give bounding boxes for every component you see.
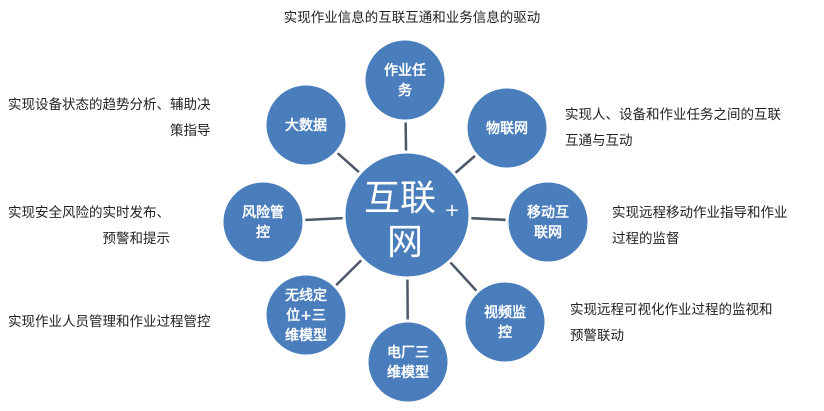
desc-right-mid: 实现远程移动作业指导和作业过程的监督 bbox=[612, 200, 788, 252]
desc-right-bottom: 实现远程可视化作业过程的监视和预警联动 bbox=[570, 297, 773, 349]
desc-line: 预警联动 bbox=[570, 328, 624, 344]
node-label: 作业任 bbox=[384, 62, 426, 79]
desc-left-top: 实现设备状态的趋势分析、辅助决策指导 bbox=[8, 92, 211, 144]
desc-line: 过程的监督 bbox=[612, 231, 680, 247]
node-label: 控 bbox=[498, 324, 512, 341]
node-circle bbox=[462, 279, 548, 365]
desc-right-top: 实现人、设备和作业任务之间的互联互通与互动 bbox=[565, 102, 781, 154]
node-label: 控 bbox=[256, 224, 270, 241]
desc-line: 互通与互动 bbox=[565, 133, 633, 149]
center-label-line2: 网 bbox=[387, 222, 423, 263]
node-circle bbox=[263, 82, 349, 168]
center-label-line1: 互联 bbox=[364, 178, 436, 219]
desc-line: 实现作业人员管理和作业过程管控 bbox=[8, 314, 211, 330]
center-label-plus: + bbox=[444, 200, 459, 221]
node-label: 风险管 bbox=[242, 204, 284, 221]
node-label: 维模型 bbox=[285, 327, 327, 344]
node-label: 视频监 bbox=[484, 304, 526, 321]
node-label: 位+三 bbox=[286, 307, 326, 324]
node-circle bbox=[263, 272, 349, 358]
center-node: 互联 + 网 bbox=[342, 150, 472, 280]
node-circle bbox=[464, 85, 550, 171]
node-label: 联网 bbox=[534, 225, 562, 241]
node-label: 物联网 bbox=[486, 120, 528, 137]
node-task: 作业任务 bbox=[362, 37, 448, 123]
desc-line: 实现安全风险的实时发布、 bbox=[8, 205, 170, 221]
desc-left-bottom: 实现作业人员管理和作业过程管控 bbox=[8, 309, 211, 335]
node-circle bbox=[505, 179, 591, 265]
node-circle bbox=[220, 179, 306, 265]
desc-line: 预警和提示 bbox=[102, 231, 171, 247]
desc-line: 实现设备状态的趋势分析、辅助决 bbox=[8, 97, 211, 113]
node-iot: 物联网 bbox=[464, 85, 550, 171]
desc-line: 实现人、设备和作业任务之间的互联 bbox=[565, 107, 781, 123]
desc-line: 实现远程可视化作业过程的监视和 bbox=[570, 302, 773, 318]
desc-line: 实现作业信息的互联互通和业务信息的驱动 bbox=[283, 10, 541, 26]
node-label: 大数据 bbox=[285, 117, 327, 134]
node-label: 电厂三 bbox=[387, 344, 429, 361]
node-bigdata: 大数据 bbox=[263, 82, 349, 168]
desc-left-mid: 实现安全风险的实时发布、预警和提示 bbox=[8, 200, 170, 252]
node-label: 务 bbox=[398, 82, 413, 99]
desc-line: 策指导 bbox=[170, 123, 211, 139]
node-label: 维模型 bbox=[387, 364, 429, 381]
node-circle bbox=[365, 319, 451, 405]
node-label: 移动互 bbox=[527, 204, 569, 221]
desc-top: 实现作业信息的互联互通和业务信息的驱动 bbox=[0, 5, 824, 31]
node-circle bbox=[362, 37, 448, 123]
desc-line: 实现远程移动作业指导和作业 bbox=[612, 205, 788, 221]
node-label: 无线定 bbox=[284, 287, 327, 304]
